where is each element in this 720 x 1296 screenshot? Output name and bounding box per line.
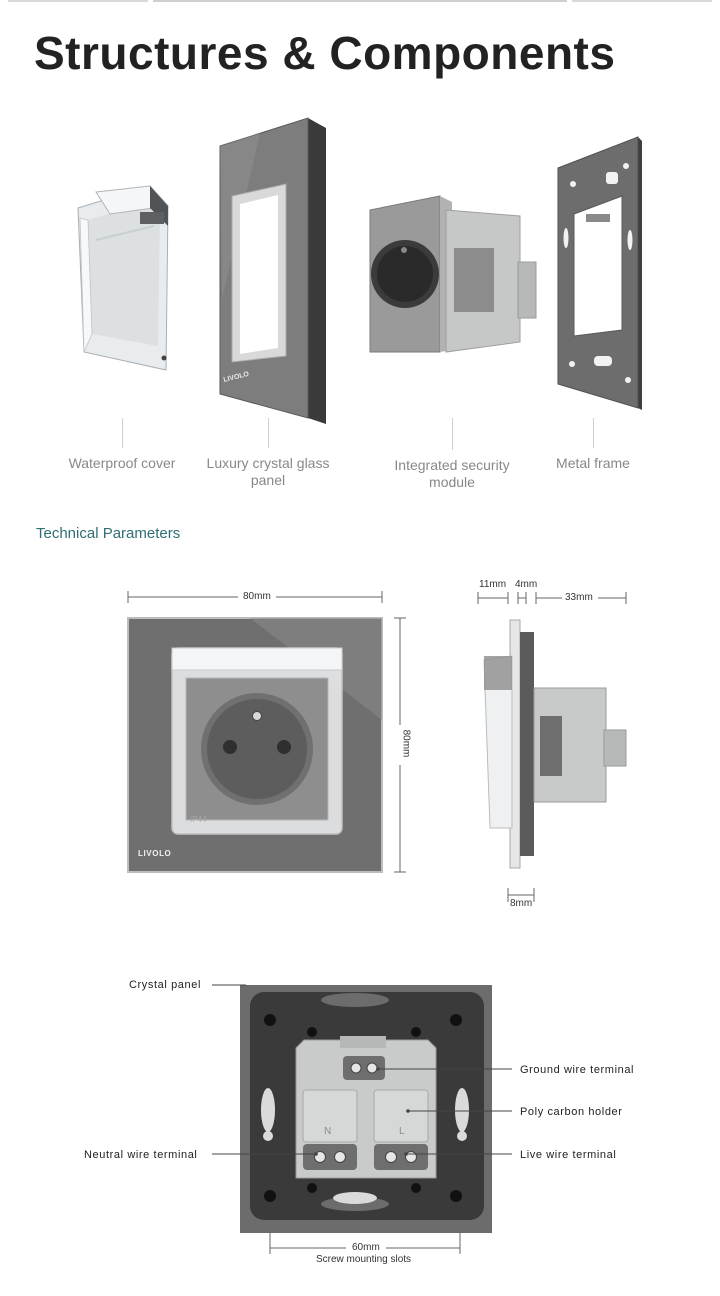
leader-line-module <box>452 418 453 450</box>
side-dim-8mm: 8mm <box>510 898 533 909</box>
components-illustration: LIVOLO <box>77 117 642 424</box>
back-width-caption: Screw mounting slots <box>316 1254 412 1265</box>
side-dim-11mm: 11mm <box>479 579 507 590</box>
callout-poly-carbon-holder: Poly carbon holder <box>520 1106 623 1118</box>
top-divider-right <box>572 0 712 2</box>
callout-neutral-wire-terminal: Neutral wire terminal <box>84 1149 198 1161</box>
glass-panel-image: LIVOLO <box>219 117 326 424</box>
side-view-diagram <box>477 590 627 902</box>
callout-ground-wire-terminal: Ground wire terminal <box>520 1064 635 1076</box>
security-module-image <box>369 195 537 353</box>
live-mark: L <box>399 1126 405 1137</box>
waterproof-cover-image <box>77 185 170 371</box>
leader-line-frame <box>593 418 594 448</box>
back-view-diagram: N L <box>212 984 512 1254</box>
label-security-module: Integrated security module <box>394 457 510 490</box>
back-width-dim: 60mm <box>352 1242 380 1253</box>
label-glass-panel: Luxury crystal glass panel <box>206 455 330 488</box>
front-view-diagram: IP44 LIVOLO <box>127 590 407 873</box>
metal-frame-image <box>557 136 642 410</box>
label-metal-frame: Metal frame <box>556 455 630 471</box>
front-width-dim: 80mm <box>243 591 271 602</box>
side-dim-33mm: 33mm <box>565 592 593 603</box>
label-waterproof-cover: Waterproof cover <box>68 455 176 471</box>
technical-parameters-title: Technical Parameters <box>36 525 181 542</box>
side-dim-4mm: 4mm <box>515 579 538 590</box>
front-ip-mark: IP44 <box>190 815 207 824</box>
front-brand-mark: LIVOLO <box>138 849 171 858</box>
callout-crystal-panel: Crystal panel <box>129 979 201 991</box>
leader-line-panel <box>268 418 269 448</box>
callout-live-wire-terminal: Live wire terminal <box>520 1149 617 1161</box>
leader-line-cover <box>122 418 123 448</box>
top-divider-left <box>8 0 148 2</box>
neutral-mark: N <box>324 1126 331 1137</box>
top-divider-center <box>153 0 567 2</box>
page-title: Structures & Components <box>34 27 616 79</box>
